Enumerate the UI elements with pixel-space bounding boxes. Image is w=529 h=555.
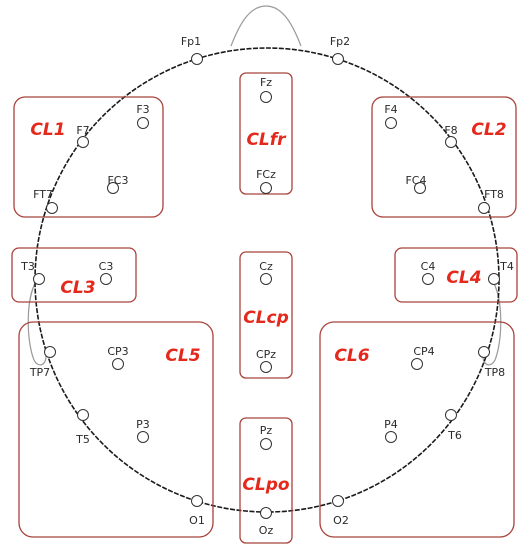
electrode-cz-marker [260,273,272,285]
electrode-cpz-marker [260,361,272,373]
cluster-label-cl5: CL5 [165,346,200,366]
cluster-label-cl6: CL6 [334,346,369,366]
cluster-box-CL3 [11,247,137,303]
cluster-label-cl3: CL3 [60,278,95,298]
electrode-o2-label: O2 [333,514,349,527]
electrode-c4-label: C4 [421,260,436,273]
electrode-cp3-marker [112,358,124,370]
electrode-tp7-marker [44,346,56,358]
cluster-label-cl4: CL4 [446,268,481,288]
left-ear-outline [27,281,47,366]
electrode-f4-marker [385,117,397,129]
electrode-fc4-marker [414,182,426,194]
electrode-cp4-marker [411,358,423,370]
cluster-label-cl2: CL2 [471,120,506,140]
cluster-box-CL5 [18,321,214,538]
cluster-label-clcp: CLcp [243,308,289,328]
electrode-fp2-label: Fp2 [330,35,350,48]
electrode-fcz-label: FCz [256,168,276,181]
electrode-f4-label: F4 [384,103,397,116]
electrode-p3-label: P3 [136,418,150,431]
electrode-cz-label: Cz [259,260,273,273]
cluster-box-CL2 [371,96,517,218]
electrode-f8-label: F8 [444,124,457,137]
electrode-f3-label: F3 [136,103,149,116]
electrode-t5-marker [77,409,89,421]
electrode-tp8-marker [478,346,490,358]
electrode-ft7-marker [46,202,58,214]
electrode-c4-marker [422,273,434,285]
electrode-fp2-marker [332,53,344,65]
electrode-t6-marker [445,409,457,421]
electrode-fp1-marker [191,53,203,65]
electrode-f7-marker [77,136,89,148]
electrode-ft8-label: FT8 [484,188,504,201]
electrode-ft7-label: FT7 [33,188,53,201]
electrode-fz-label: Fz [260,76,272,89]
electrode-fc4-label: FC4 [405,174,426,187]
electrode-cp3-label: CP3 [107,345,128,358]
cluster-box-CL1 [13,96,164,218]
electrode-pz-label: Pz [260,424,273,437]
cluster-box-CL4 [394,247,518,303]
electrode-oz-marker [260,507,272,519]
electrode-c3-label: C3 [99,260,114,273]
electrode-t4-marker [488,273,500,285]
cluster-box-CL6 [319,321,515,538]
electrode-fcz-marker [260,182,272,194]
electrode-tp8-label: TP8 [484,366,505,379]
electrode-f3-marker [137,117,149,129]
electrode-f7-label: F7 [76,124,89,137]
electrode-fc3-marker [107,182,119,194]
cluster-label-clpo: CLpo [242,475,289,495]
electrode-c3-marker [100,273,112,285]
electrode-fc3-label: FC3 [107,174,128,187]
cluster-label-clfr: CLfr [246,130,287,150]
electrode-oz-label: Oz [259,524,274,537]
electrode-o1-label: O1 [189,514,205,527]
electrode-fp1-label: Fp1 [181,35,201,48]
cluster-box-CLcp [239,251,293,379]
electrode-tp7-label: TP7 [29,366,50,379]
electrode-fz-marker [260,91,272,103]
nose-outline [230,5,302,47]
electrode-t3-marker [33,273,45,285]
cluster-box-CLpo [239,417,293,544]
electrode-f8-marker [445,136,457,148]
electrode-cpz-label: CPz [256,348,276,361]
electrode-ft8-marker [478,202,490,214]
electrode-o2-marker [332,495,344,507]
cluster-label-cl1: CL1 [30,120,65,140]
electrode-pz-marker [260,438,272,450]
electrode-t3-label: T3 [20,260,35,273]
electrode-p4-label: P4 [384,418,398,431]
electrode-cp4-label: CP4 [413,345,434,358]
electrode-o1-marker [191,495,203,507]
electrode-t4-label: T4 [499,260,514,273]
electrode-t5-label: T5 [75,433,90,446]
electrode-p3-marker [137,431,149,443]
electrode-t6-label: T6 [447,429,462,442]
electrode-p4-marker [385,431,397,443]
